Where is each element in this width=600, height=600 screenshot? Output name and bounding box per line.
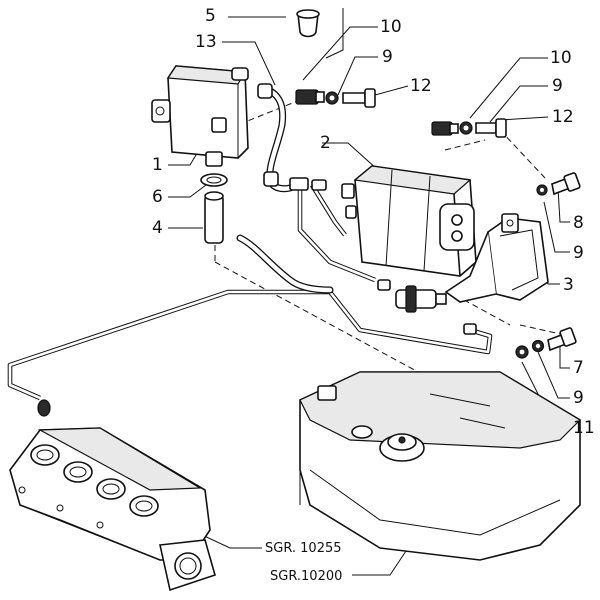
callout-labels: 5 10 13 9 12 10 9 12 2 1 6 4 8 9 3 7 9 1…: [152, 6, 595, 584]
intake-manifold: [9, 427, 216, 592]
filler-neck: [351, 425, 373, 439]
callout-12-right: 12: [552, 107, 574, 127]
ref-fuel-tank: SGR.10200: [270, 569, 342, 584]
callout-3: 3: [563, 275, 574, 295]
solenoid-valve: [377, 279, 477, 335]
mounting-tab: [151, 99, 171, 123]
callout-9-right: 9: [552, 76, 563, 96]
callout-4: 4: [152, 218, 163, 238]
callout-8: 8: [573, 213, 584, 233]
callout-2: 2: [320, 133, 331, 153]
hose-sleeve: [204, 191, 224, 244]
seal-ring: [200, 173, 228, 187]
callout-7: 7: [573, 358, 584, 378]
bolt-head: [364, 88, 376, 108]
bracket-bolt-upper: [536, 172, 581, 196]
upper-connector-set: [295, 88, 376, 108]
t-fitting: [289, 177, 327, 191]
callout-10-right: 10: [550, 48, 572, 68]
ref-intake-manifold: SGR. 10255: [265, 541, 342, 556]
hose-clip-bottom: [263, 171, 279, 187]
callout-13: 13: [195, 32, 217, 52]
callout-9-bracket: 9: [573, 243, 584, 263]
callout-5: 5: [205, 6, 216, 26]
cap-part: [296, 9, 320, 38]
canister-end-cap: [439, 203, 475, 251]
callout-6: 6: [152, 187, 163, 207]
callout-9-lower: 9: [573, 388, 584, 408]
bolt-shank: [342, 92, 366, 104]
callout-10: 10: [380, 17, 402, 37]
hose-clip-top: [257, 83, 273, 99]
pipe-end-fitting: [37, 399, 51, 417]
rubber-hose: [236, 83, 334, 294]
vapour-separator: [151, 65, 249, 167]
carbon-canister: [341, 165, 477, 277]
mounting-bracket: [444, 213, 549, 303]
right-connector-set: [431, 118, 507, 138]
separator-outlet: [205, 151, 223, 167]
fuel-tank: [299, 371, 581, 561]
callout-1: 1: [152, 155, 163, 175]
callout-9: 9: [382, 47, 393, 67]
electrical-connector: [295, 89, 319, 105]
callout-12: 12: [410, 76, 432, 96]
callout-11: 11: [573, 418, 595, 438]
bracket-bolt-lower: [515, 327, 577, 359]
